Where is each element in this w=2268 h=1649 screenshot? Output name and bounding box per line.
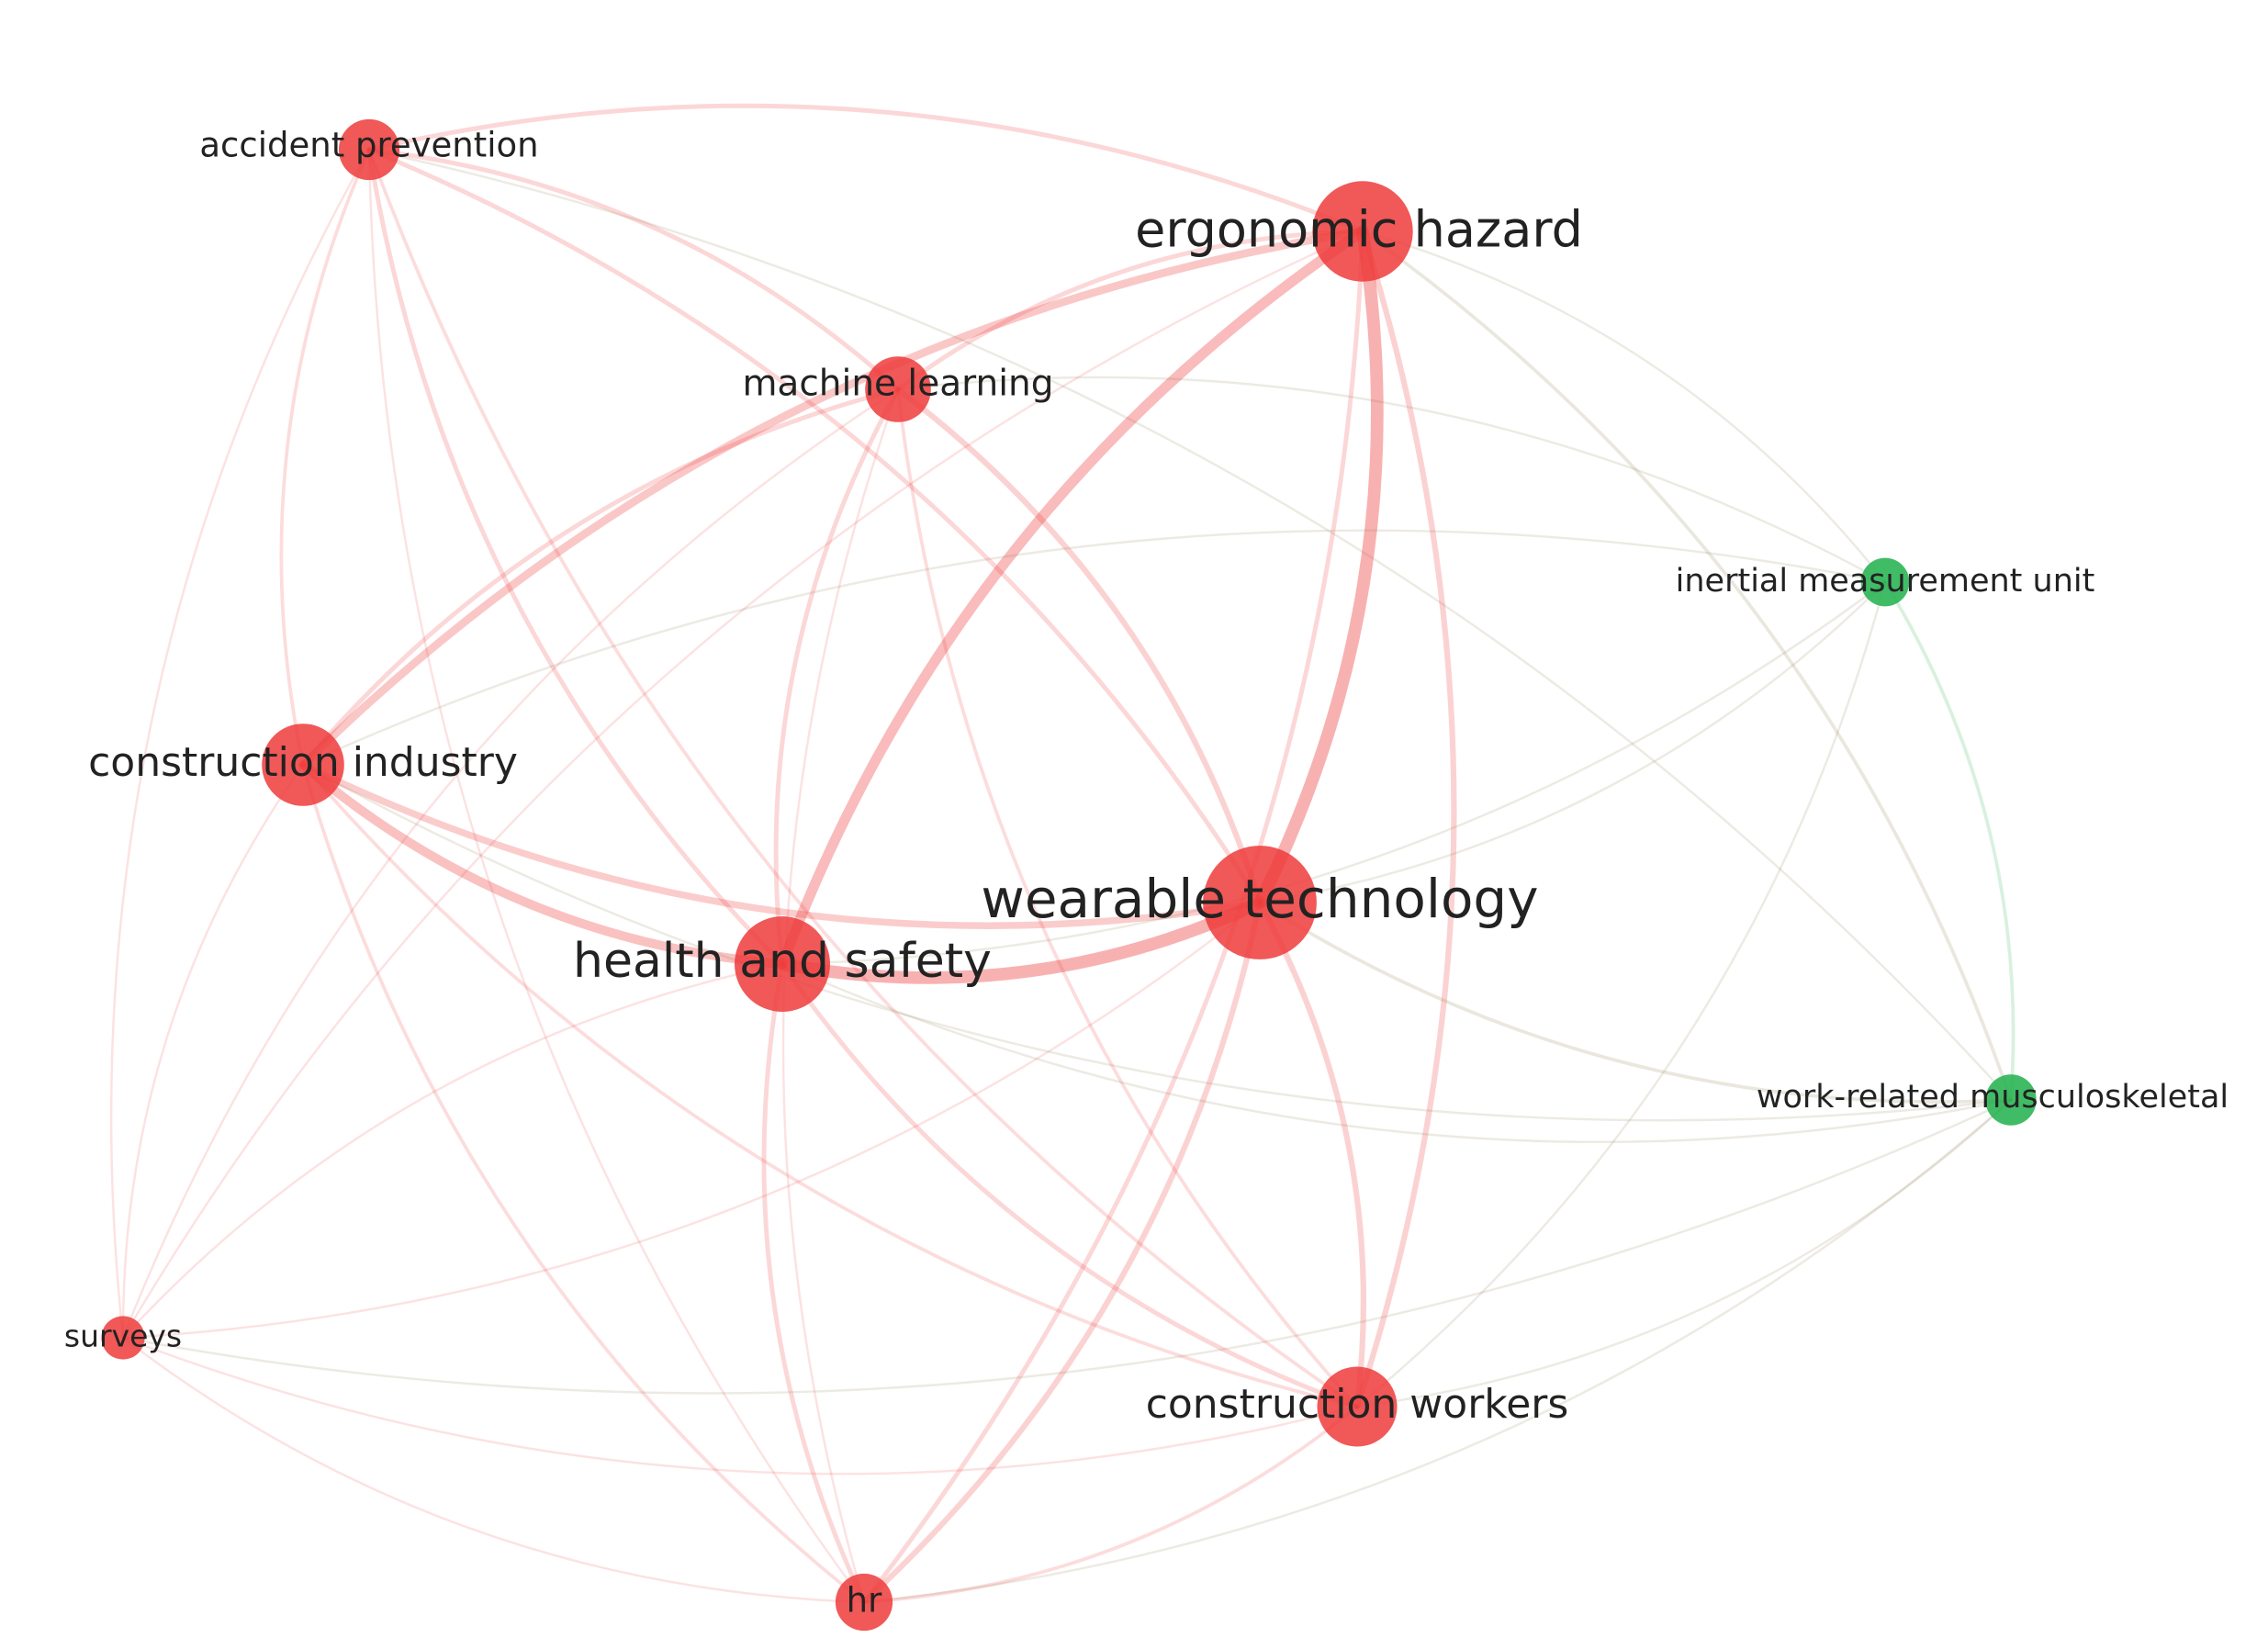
- link-machine-learning--construction-industry: [300, 387, 901, 768]
- link-construction-industry--surveys: [121, 763, 305, 1340]
- link-machine-learning--inertial-measurement-unit: [896, 376, 1887, 584]
- link-wearable-technology--health-and-safety: [776, 896, 1266, 984]
- link-health-and-safety--surveys: [121, 962, 784, 1340]
- link-machine-learning--wearable-technology: [894, 386, 1263, 906]
- node-inertial-measurement-unit[interactable]: [1860, 557, 1910, 607]
- link-ergonomic-hazard--construction-industry: [298, 227, 1367, 769]
- link-accident-prevention--surveys: [109, 148, 371, 1340]
- label-machine-learning: machine learning: [742, 364, 1053, 405]
- link-construction-industry--construction-workers: [301, 763, 1359, 1408]
- node-accident-prevention[interactable]: [338, 118, 400, 181]
- link-wearable-technology--construction-workers: [1256, 899, 1367, 1410]
- link-wearable-technology--inertial-measurement-unit: [1258, 580, 1887, 904]
- link-ergonomic-hazard--surveys: [121, 230, 1364, 1340]
- label-wearable-technology: wearable technology: [981, 868, 1538, 930]
- link-accident-prevention--wearable-technology: [366, 147, 1263, 905]
- link-accident-prevention--construction-workers: [367, 148, 1359, 1408]
- label-health-and-safety: health and safety: [573, 934, 992, 989]
- link-wearable-technology--hr: [860, 899, 1263, 1606]
- link-health-and-safety--hr: [761, 961, 867, 1605]
- node-construction-industry[interactable]: [262, 724, 344, 806]
- link-hr--work-related-musculoskeletal: [862, 1098, 2013, 1604]
- labels-layer: accident prevention ergonomic hazard mac…: [64, 126, 2229, 1621]
- label-accident-prevention: accident prevention: [199, 126, 538, 165]
- link-accident-prevention--health-and-safety: [366, 147, 785, 967]
- link-construction-industry--health-and-safety: [298, 760, 787, 969]
- link-health-and-safety--inertial-measurement-unit: [780, 580, 1887, 966]
- label-inertial-measurement-unit: inertial measurement unit: [1676, 563, 2095, 600]
- link-accident-prevention--construction-industry: [279, 148, 371, 767]
- link-hr--surveys: [121, 1336, 866, 1604]
- link-ergonomic-hazard--machine-learning: [895, 229, 1365, 392]
- node-health-and-safety[interactable]: [735, 916, 830, 1012]
- label-ergonomic-hazard: ergonomic hazard: [1135, 201, 1583, 259]
- node-hr[interactable]: [835, 1573, 893, 1632]
- link-machine-learning--health-and-safety: [773, 387, 901, 967]
- label-construction-industry: construction industry: [88, 739, 518, 786]
- link-construction-workers--inertial-measurement-unit: [1355, 580, 1887, 1408]
- link-ergonomic-hazard--inertial-measurement-unit: [1361, 230, 1887, 584]
- label-construction-workers: construction workers: [1146, 1381, 1569, 1428]
- link-ergonomic-hazard--wearable-technology: [1253, 225, 1384, 909]
- links-layer: [109, 103, 2015, 1606]
- node-ergonomic-hazard[interactable]: [1312, 181, 1413, 282]
- link-construction-industry--inertial-measurement-unit: [301, 529, 1887, 767]
- link-ergonomic-hazard--construction-workers: [1353, 228, 1457, 1410]
- nodes-layer: [101, 118, 2037, 1632]
- link-health-and-safety--work-related-musculoskeletal: [780, 962, 2013, 1143]
- link-construction-workers--hr: [862, 1405, 1359, 1604]
- link-accident-prevention--ergonomic-hazard: [366, 103, 1365, 234]
- node-surveys[interactable]: [101, 1316, 145, 1360]
- label-hr: hr: [847, 1581, 882, 1621]
- node-construction-workers[interactable]: [1317, 1366, 1398, 1447]
- link-wearable-technology--surveys: [121, 901, 1262, 1340]
- link-surveys--work-related-musculoskeletal: [121, 1098, 2013, 1395]
- link-construction-workers--work-related-musculoskeletal: [1355, 1098, 2013, 1408]
- node-wearable-technology[interactable]: [1203, 846, 1317, 959]
- link-machine-learning--surveys: [121, 387, 900, 1340]
- link-inertial-measurement-unit--work-related-musculoskeletal: [1883, 580, 2015, 1102]
- node-machine-learning[interactable]: [865, 356, 931, 422]
- link-construction-industry--work-related-musculoskeletal: [301, 763, 2013, 1122]
- link-wearable-technology--work-related-musculoskeletal: [1258, 901, 2013, 1104]
- link-construction-industry--hr: [301, 763, 866, 1604]
- link-accident-prevention--machine-learning: [366, 147, 901, 392]
- link-accident-prevention--hr: [367, 148, 866, 1604]
- node-work-related-musculoskeletal[interactable]: [1985, 1074, 2037, 1126]
- link-ergonomic-hazard--hr: [861, 229, 1365, 1605]
- link-construction-workers--surveys: [121, 1336, 1359, 1475]
- link-construction-industry--wearable-technology: [299, 761, 1263, 929]
- link-machine-learning--construction-workers: [896, 387, 1359, 1408]
- link-ergonomic-hazard--work-related-musculoskeletal: [1361, 230, 2013, 1102]
- link-ergonomic-hazard--health-and-safety: [777, 226, 1368, 970]
- label-work-related-musculoskeletal: work-related musculoskeletal: [1757, 1079, 2229, 1116]
- link-accident-prevention--work-related-musculoskeletal: [367, 148, 2013, 1102]
- label-surveys: surveys: [64, 1318, 182, 1354]
- link-health-and-safety--construction-workers: [780, 961, 1360, 1409]
